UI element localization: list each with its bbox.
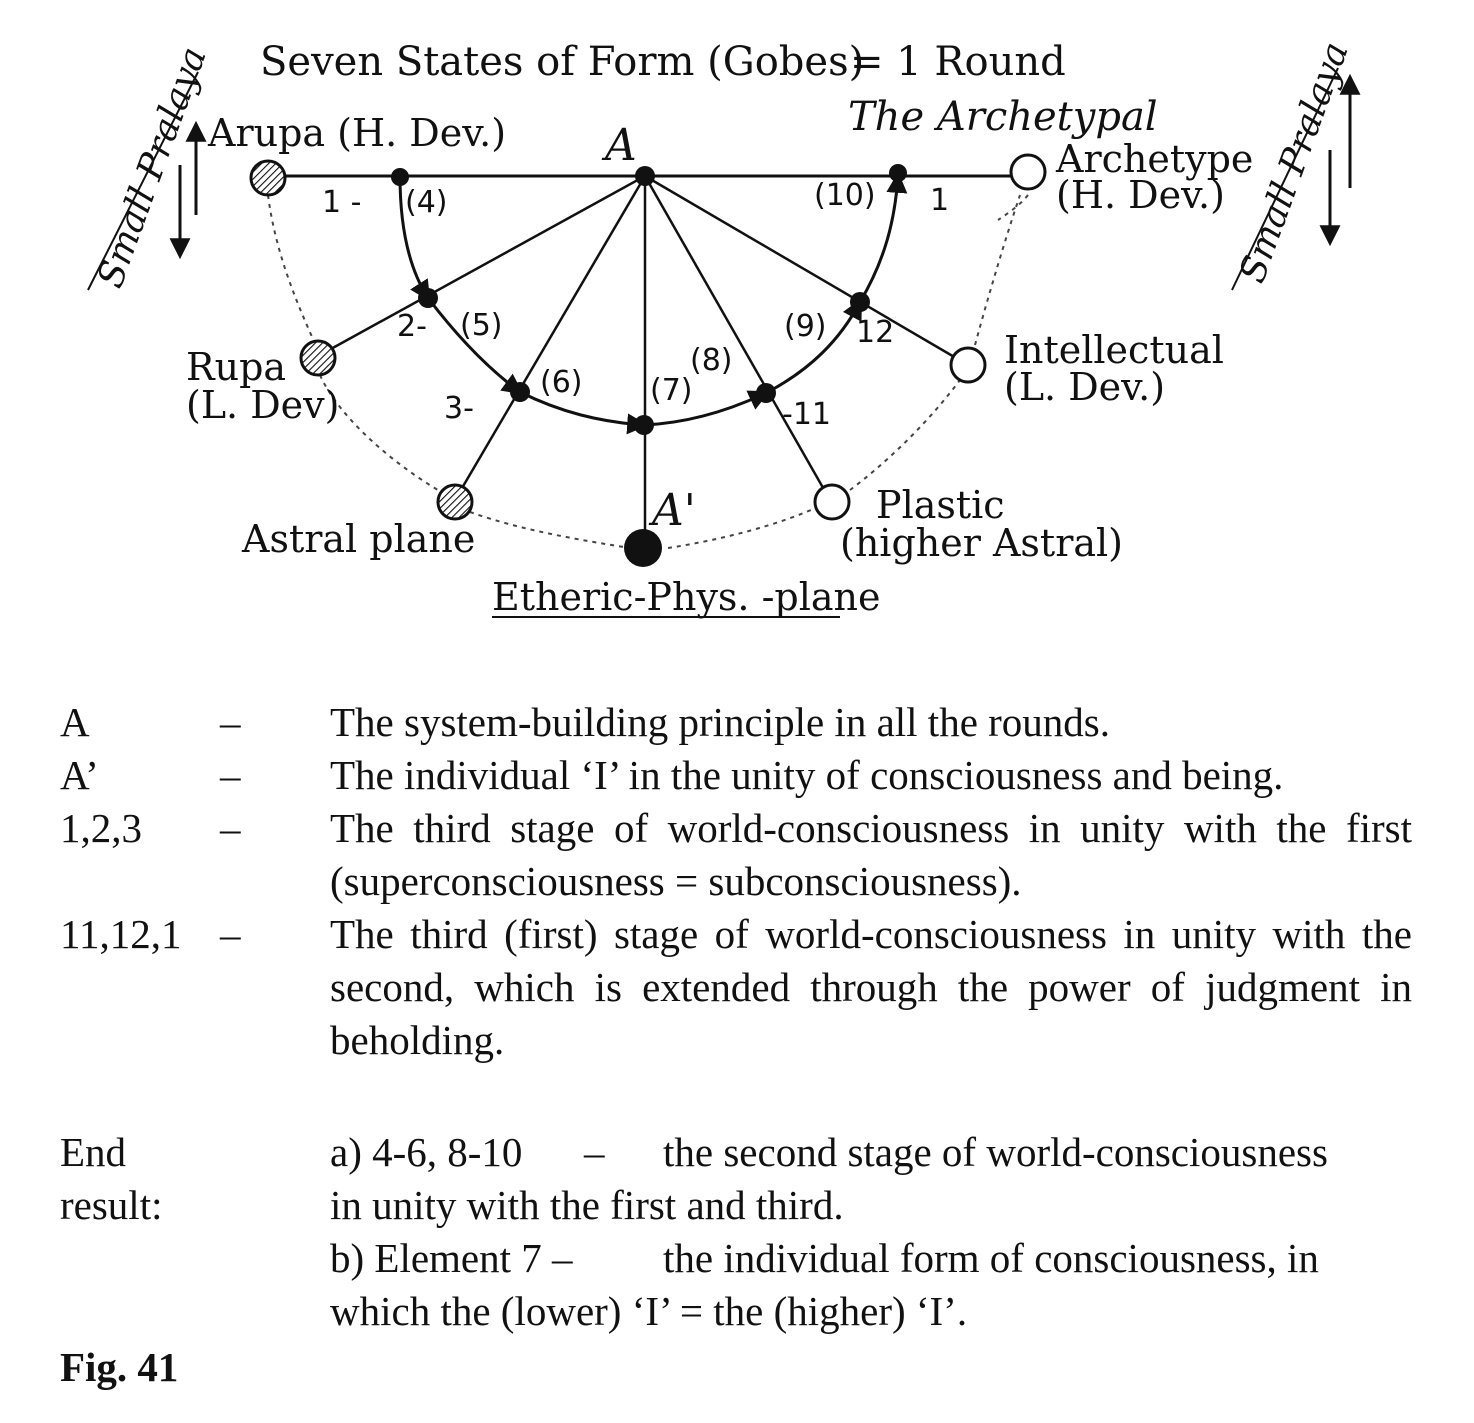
stage-9: (9) bbox=[784, 309, 827, 344]
end-result-a-text-line1: the second stage of world-consciousness bbox=[663, 1129, 1328, 1175]
rupa-node bbox=[299, 339, 337, 377]
end-result-b-prefix: b) Element 7 – bbox=[330, 1235, 573, 1281]
radial-lines bbox=[319, 174, 969, 548]
plastic-node bbox=[813, 483, 851, 521]
plastic-label-line2: (higher Astral) bbox=[840, 521, 1123, 565]
stage-3: 3- bbox=[444, 391, 474, 426]
stage-8: (8) bbox=[690, 343, 733, 378]
astral-node bbox=[436, 483, 474, 521]
figure-label: Fig. 41 bbox=[60, 1344, 179, 1390]
stage-4: (4) bbox=[405, 185, 448, 220]
seven-states-diagram: Seven States of Form (Gobes) = 1 Round T… bbox=[87, 37, 1361, 619]
diagram-title-suffix: = 1 Round bbox=[850, 39, 1066, 85]
arupa-node bbox=[249, 159, 287, 197]
small-pralaya-left: Small Pralaya bbox=[87, 42, 215, 293]
end-result-label: End result: bbox=[60, 1129, 163, 1228]
intellectual-label-line2: (L. Dev.) bbox=[1004, 365, 1165, 409]
archetypal-caption: The Archetypal bbox=[848, 94, 1158, 140]
legend-text: The system-building principle in all the… bbox=[330, 699, 1111, 745]
arupa-label: Arupa (H. Dev.) bbox=[207, 111, 506, 155]
intellectual-label-line1: Intellectual bbox=[1004, 328, 1224, 372]
outer-hatched-connections bbox=[267, 194, 1029, 549]
legend-dash: – bbox=[220, 911, 241, 957]
stage-arc bbox=[398, 171, 908, 435]
junction-dots bbox=[391, 164, 907, 435]
archetype-label-line1: Archetype bbox=[1055, 137, 1253, 181]
end-result-b-text-line1: the individual form of consciousness, in bbox=[663, 1235, 1319, 1281]
stage-12: 12 bbox=[856, 315, 894, 350]
legend-key: A bbox=[60, 699, 90, 745]
legend-dash: – bbox=[220, 805, 241, 851]
archetype-node bbox=[1009, 153, 1047, 191]
legend-key: A’ bbox=[60, 752, 99, 798]
stage-1-right: 1 bbox=[930, 183, 949, 218]
rupa-label-line1: Rupa bbox=[186, 345, 286, 389]
etheric-label: Etheric-Phys. -plane bbox=[492, 575, 881, 619]
legend-text: The individual ‘I’ in the unity of consc… bbox=[330, 752, 1284, 798]
a-top-label: A bbox=[601, 120, 637, 171]
archetype-label-line2: (H. Dev.) bbox=[1056, 173, 1225, 217]
end-result-b-text-line2: which the (lower) ‘I’ = the (higher) ‘I’… bbox=[330, 1288, 968, 1334]
end-result-a-text-line2: in unity with the first and third. bbox=[330, 1182, 844, 1228]
a-bottom-label: A' bbox=[648, 485, 696, 536]
legend-dash: – bbox=[220, 752, 241, 798]
astral-label: Astral plane bbox=[241, 517, 475, 561]
stage-1-left: 1 - bbox=[322, 185, 361, 220]
legend-key: 1,2,3 bbox=[60, 805, 142, 851]
stage-10: (10) bbox=[814, 178, 876, 213]
stage-7: (7) bbox=[650, 373, 693, 408]
legend-key: 11,12,1 bbox=[60, 911, 182, 957]
end-result-a-dash: – bbox=[584, 1129, 605, 1175]
rupa-label-line2: (L. Dev) bbox=[186, 383, 339, 427]
plastic-label-line1: Plastic bbox=[876, 483, 1005, 527]
diagram-title: Seven States of Form (Gobes) bbox=[260, 39, 864, 85]
end-result-a-prefix: a) 4-6, 8-10 bbox=[330, 1129, 523, 1175]
legend-text: The third (first) stage of world-conscio… bbox=[330, 911, 1412, 1063]
stage-2: 2- bbox=[397, 309, 427, 344]
intellectual-node bbox=[949, 346, 987, 384]
stage-6: (6) bbox=[540, 365, 583, 400]
etheric-node bbox=[624, 529, 662, 567]
legend-text: The third stage of world-consciousness i… bbox=[330, 805, 1412, 904]
stage-5: (5) bbox=[460, 308, 503, 343]
legend-dash: – bbox=[220, 699, 241, 745]
stage-11: -11 bbox=[782, 397, 831, 432]
